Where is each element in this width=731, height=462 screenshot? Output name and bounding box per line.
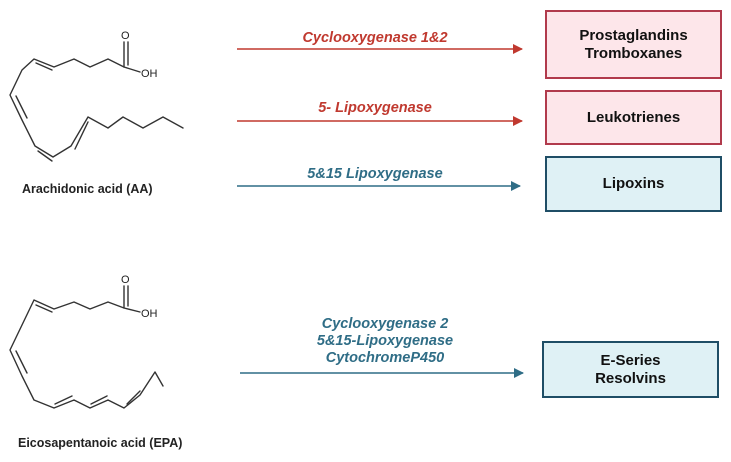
product-box-prostaglandins: Prostaglandins Tromboxanes xyxy=(545,10,722,79)
aa-hydroxyl: OH xyxy=(141,68,158,80)
product-line: E-Series xyxy=(600,351,661,369)
product-box-resolvins: E-Series Resolvins xyxy=(542,341,719,398)
enzyme-label-cox12: Cyclooxygenase 1&2 xyxy=(260,30,490,47)
product-line: Lipoxins xyxy=(602,175,665,192)
product-box-leukotrienes: Leukotrienes xyxy=(545,90,722,145)
enzyme-line: CytochromeP450 xyxy=(325,350,445,366)
aa-carbonyl-o: O xyxy=(121,30,130,42)
product-box-lipoxins: Lipoxins xyxy=(545,156,722,212)
enzyme-label-5-15lox: 5&15 Lipoxygenase xyxy=(260,166,490,183)
enzyme-line: Cyclooxygenase 2 xyxy=(321,316,449,332)
enzyme-label-5lox: 5- Lipoxygenase xyxy=(260,100,490,117)
enzyme-line: 5&15 Lipoxygenase xyxy=(307,166,443,182)
enzyme-label-resolvin-enzymes: Cyclooxygenase 2 5&15-Lipoxygenase Cytoc… xyxy=(270,316,500,367)
aa-caption: Arachidonic acid (AA) xyxy=(22,182,153,196)
product-line: Prostaglandins xyxy=(579,26,688,44)
enzyme-line: 5&15-Lipoxygenase xyxy=(316,333,454,349)
eicosapentanoic-acid-structure xyxy=(9,285,164,409)
enzyme-line: 5- Lipoxygenase xyxy=(318,100,432,116)
product-line: Resolvins xyxy=(595,369,666,387)
enzyme-line: Cyclooxygenase 1&2 xyxy=(302,30,448,46)
epa-carbonyl-o: O xyxy=(121,274,130,286)
product-line: Leukotrienes xyxy=(586,108,681,126)
epa-caption: Eicosapentanoic acid (EPA) xyxy=(18,436,183,450)
epa-hydroxyl: OH xyxy=(141,308,158,320)
product-line: Tromboxanes xyxy=(584,44,683,62)
